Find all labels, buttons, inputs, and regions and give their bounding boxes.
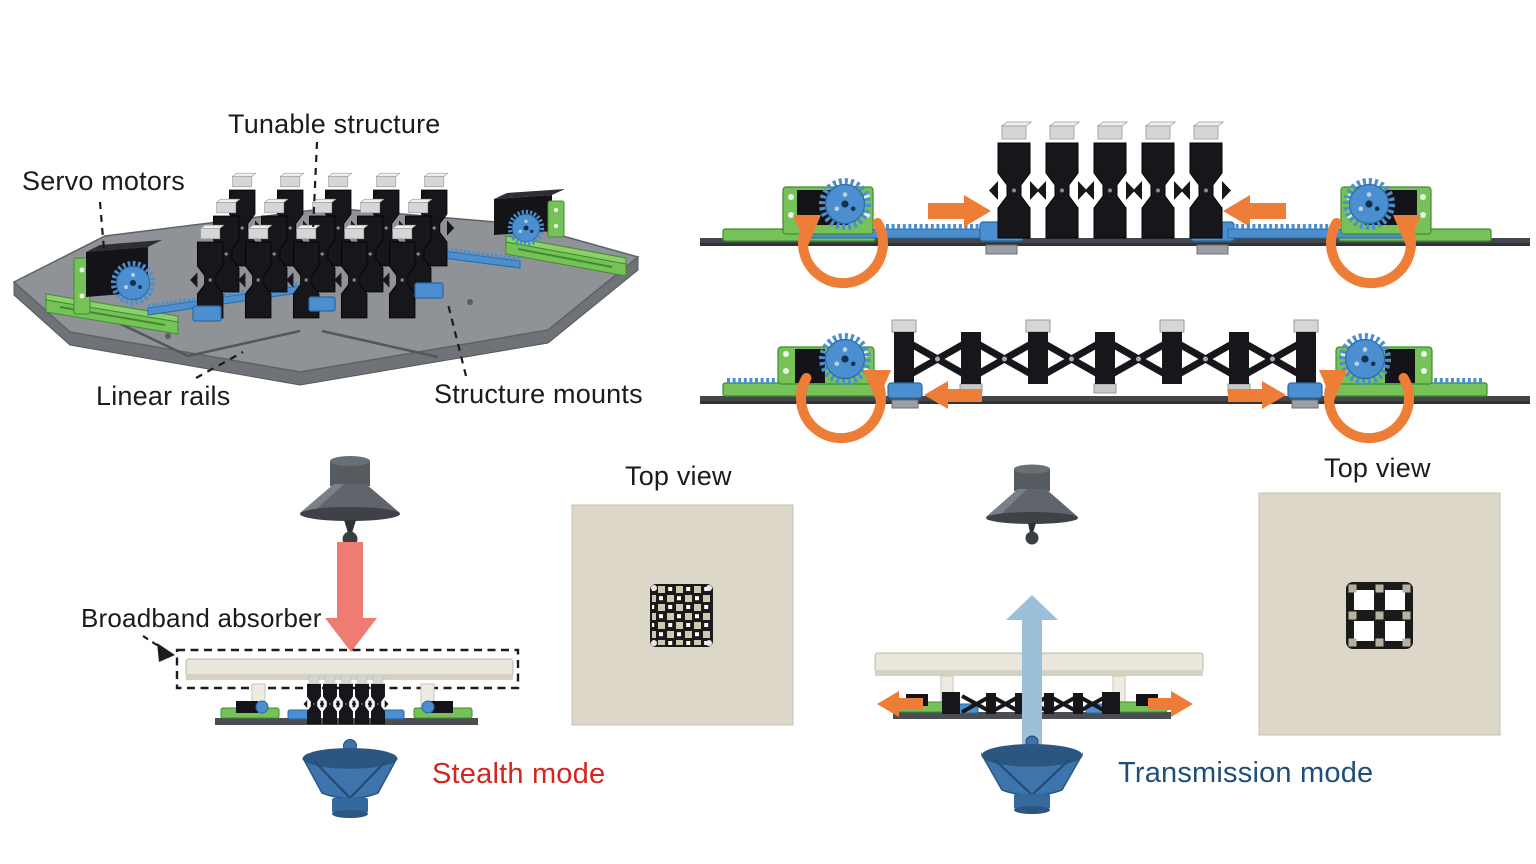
- outward-arrow-right: [1148, 691, 1193, 717]
- carriage-right: [1287, 382, 1323, 409]
- side-view-contracted: [700, 121, 1530, 283]
- broadband-absorber-plate: [185, 658, 514, 677]
- tunable-structure-label: Tunable structure: [228, 109, 441, 139]
- checkerboard-pattern: [650, 584, 713, 647]
- top-view-panel-transmission: [1258, 492, 1501, 736]
- linear-rails-label: Linear rails: [96, 381, 231, 411]
- window-pattern: [1346, 582, 1413, 649]
- transmission-mode-label: Transmission mode: [1118, 757, 1374, 789]
- structure-mounts-3d: [192, 282, 444, 322]
- carriage-left: [887, 382, 923, 409]
- inward-arrow-right: [1223, 195, 1286, 227]
- servo-motors-label: Servo motors: [22, 166, 185, 196]
- incident-wave-arrow: [325, 542, 377, 652]
- base-rail-shadow: [700, 243, 1530, 246]
- inward-arrow-left: [928, 195, 991, 227]
- drive-unit-left: [722, 336, 891, 438]
- linear-rail-right: [505, 235, 627, 277]
- top-view-label-stealth: Top view: [625, 461, 732, 491]
- base-rail: [700, 396, 1530, 401]
- horn-antenna-icon: [986, 464, 1078, 545]
- servo-motor-right-3d: [494, 189, 565, 244]
- platform-hole: [467, 299, 473, 305]
- side-view-expanded: [700, 319, 1530, 438]
- outward-arrow-right: [1228, 381, 1286, 409]
- drive-unit-right: [1227, 181, 1492, 283]
- base-rail: [700, 238, 1530, 243]
- scissor-structure-contracted: [988, 121, 1232, 239]
- top-view-panel-stealth: [571, 504, 794, 726]
- platform-hole: [165, 333, 171, 339]
- assembled-3d-view: [12, 141, 640, 386]
- horn-antenna-icon: [300, 456, 400, 547]
- servo-motor-left-3d: [73, 240, 162, 315]
- device-board-contracted: [215, 674, 478, 725]
- drive-unit-right: [1319, 336, 1488, 438]
- label-connectors: [98, 141, 468, 379]
- dish-antenna-icon: [302, 739, 398, 818]
- absorber-pointer: [142, 635, 175, 662]
- base-rail-shadow: [700, 401, 1530, 404]
- broadband-absorber-label: Broadband absorber: [81, 603, 322, 633]
- drive-unit-left: [722, 181, 987, 283]
- outward-arrow-left: [924, 381, 982, 409]
- stealth-diagram: [142, 456, 520, 818]
- transmission-diagram: [874, 464, 1204, 814]
- outward-arrow-left: [877, 691, 923, 717]
- structure-mounts-label: Structure mounts: [434, 379, 643, 409]
- dish-antenna-icon: [981, 735, 1083, 814]
- scissor-structure-expanded: [891, 319, 1319, 394]
- stealth-mode-label: Stealth mode: [432, 758, 606, 790]
- top-view-label-transmission: Top view: [1324, 453, 1431, 483]
